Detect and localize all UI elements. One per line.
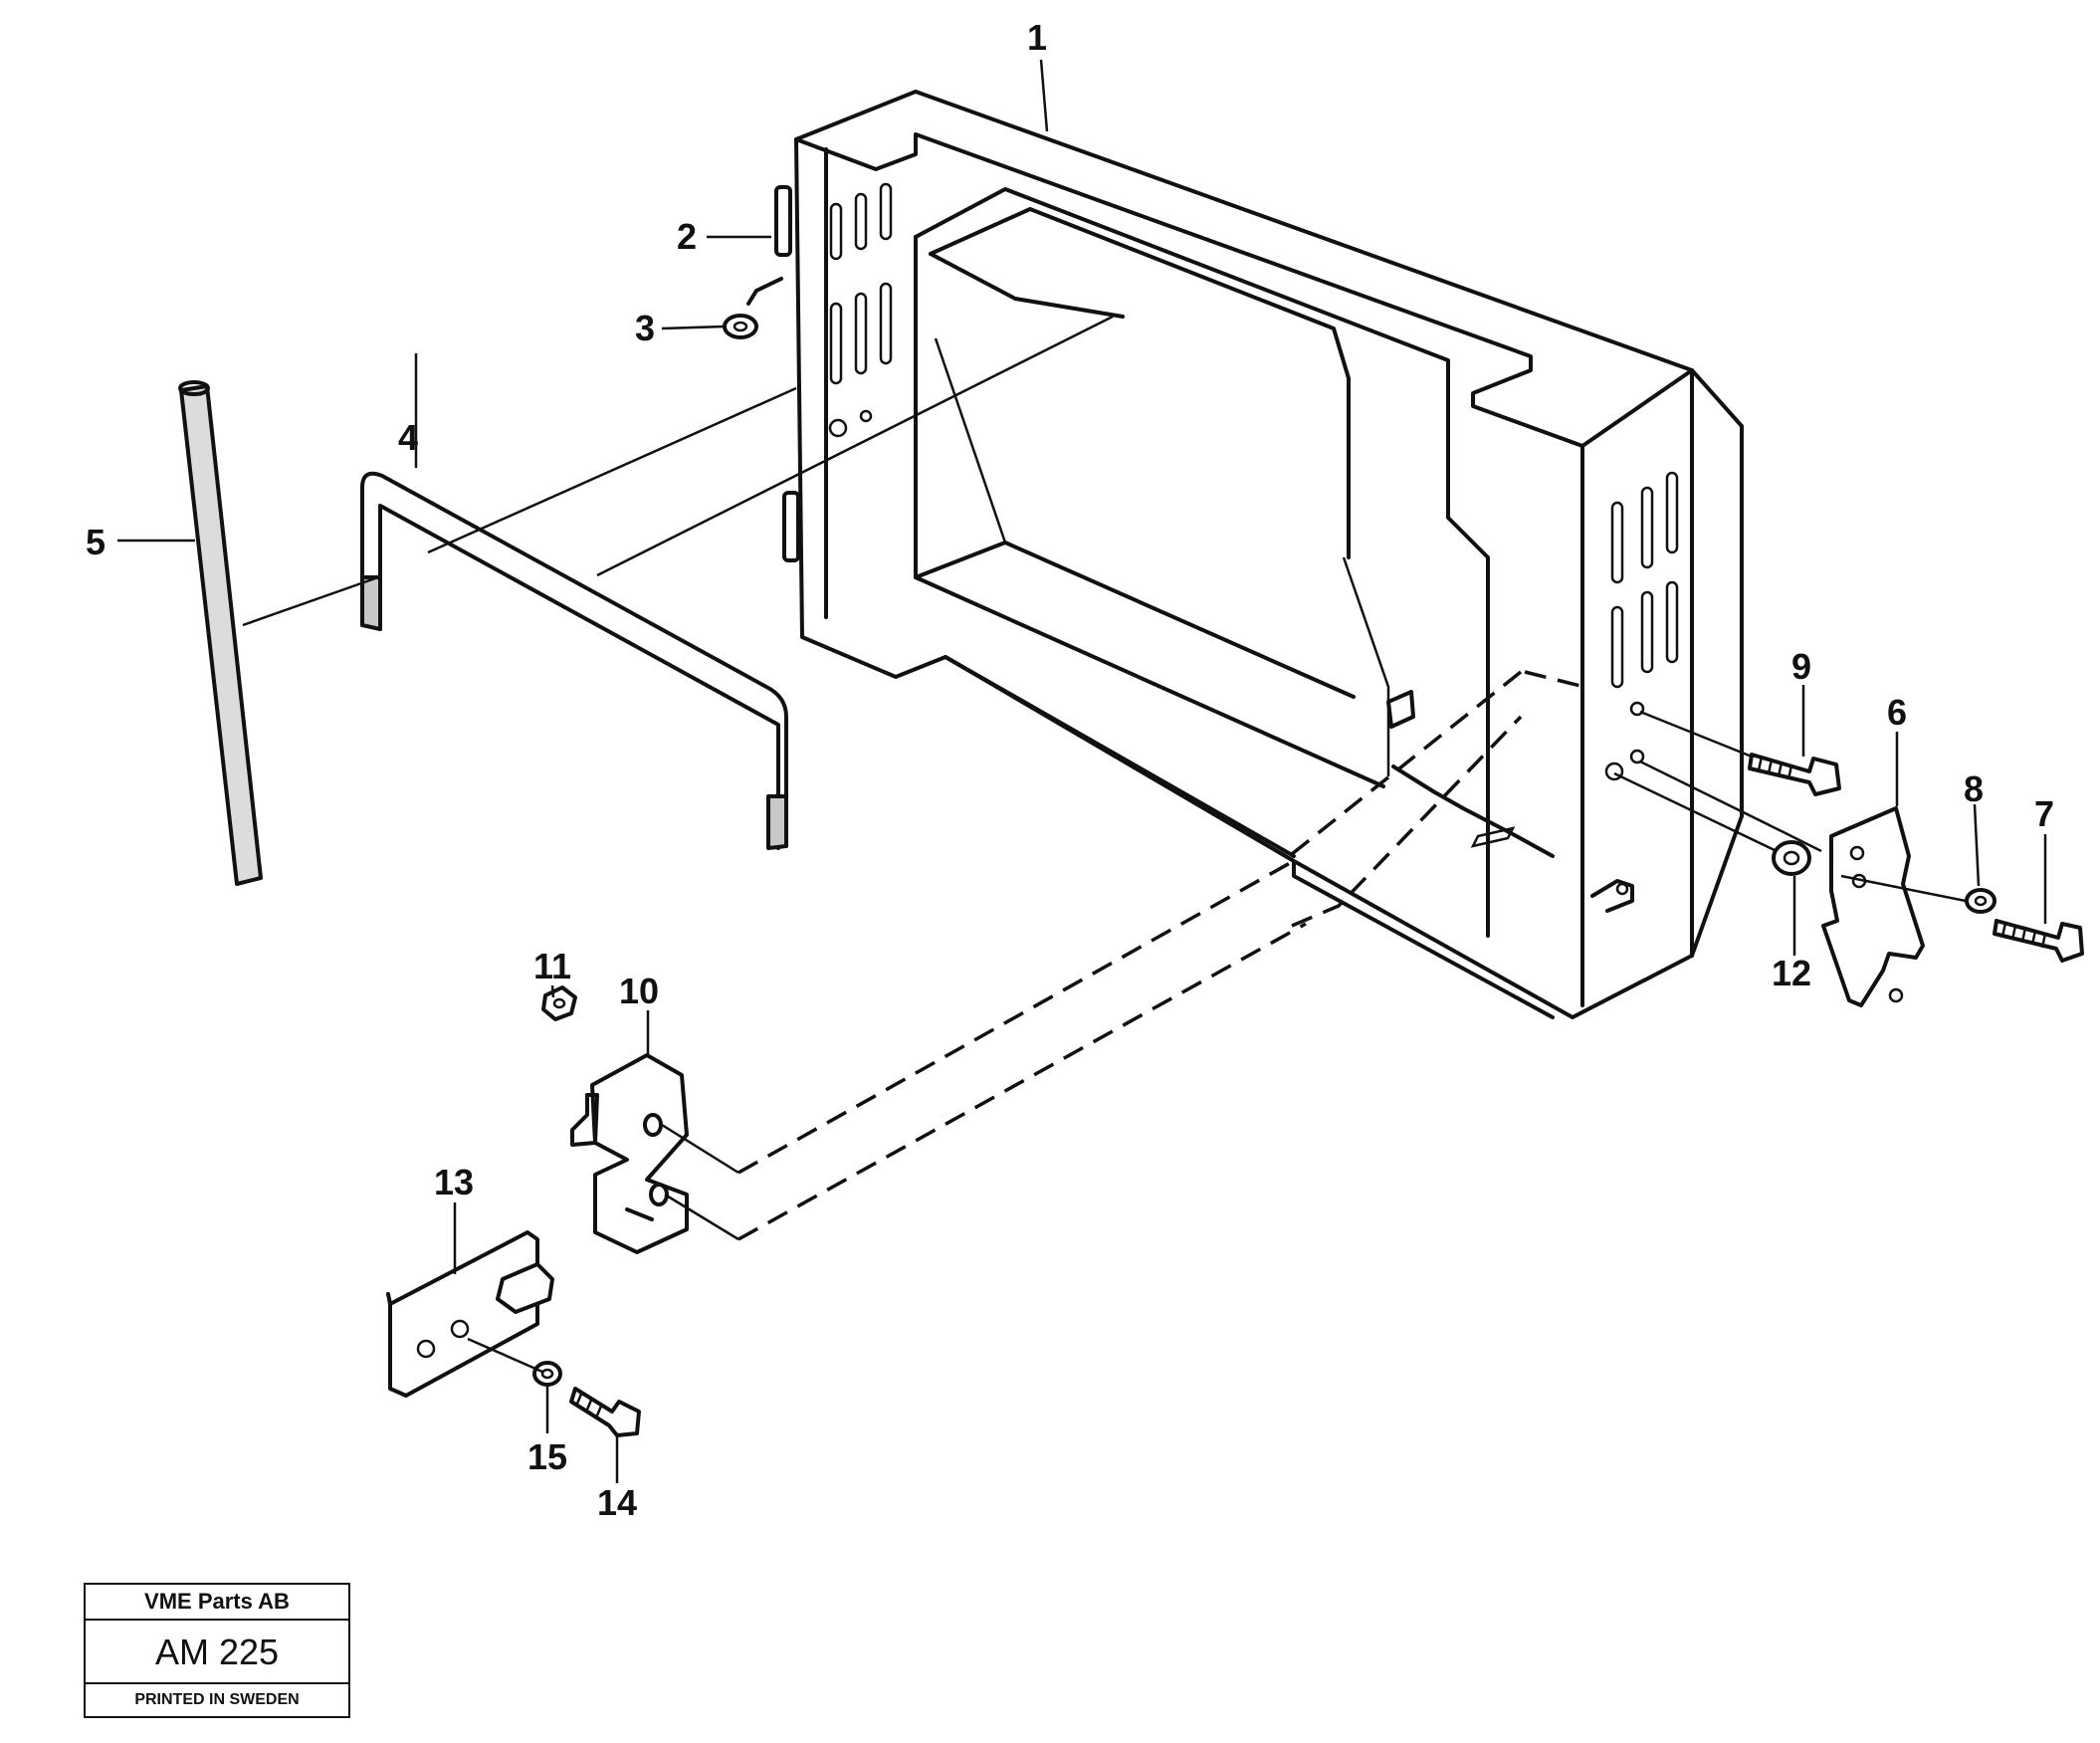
callout-8: 8 — [1964, 768, 1984, 809]
callout-5: 5 — [86, 522, 105, 562]
callout-9: 9 — [1791, 646, 1811, 687]
bolt-part-9 — [1748, 753, 1841, 796]
stamp-printed-note: PRINTED IN SWEDEN — [134, 1691, 300, 1708]
bolt-part-14 — [569, 1387, 641, 1437]
callout-11: 11 — [533, 946, 571, 986]
washer-part-3 — [723, 314, 758, 339]
washer-part-15 — [532, 1361, 562, 1387]
callout-14: 14 — [597, 1482, 637, 1523]
stamp-company: VME Parts AB — [86, 1585, 348, 1621]
assembly-lines — [242, 315, 1967, 1374]
callout-4: 4 — [398, 417, 418, 458]
nut-part-12 — [1772, 840, 1811, 876]
stamp-drawing-code: AM 225 — [86, 1621, 348, 1684]
callout-12: 12 — [1772, 953, 1811, 993]
callout-1: 1 — [1027, 17, 1047, 58]
callout-7: 7 — [2034, 793, 2054, 834]
title-stamp: VME Parts AB AM 225 PRINTED IN SWEDEN — [84, 1583, 350, 1718]
callout-labels: 1 2 3 4 5 6 7 8 9 10 11 12 13 14 15 — [86, 17, 2054, 1523]
rod — [178, 380, 263, 886]
washer-part-8 — [1965, 888, 1996, 914]
plate-part-13 — [386, 1230, 554, 1398]
dashed-assembly-lines — [737, 670, 1585, 1241]
callout-leaders — [117, 59, 2047, 1483]
callout-6: 6 — [1887, 692, 1907, 733]
u-bar-handle — [360, 471, 788, 850]
latch-block-part-10 — [570, 1053, 689, 1254]
callout-10: 10 — [619, 971, 659, 1011]
callout-13: 13 — [434, 1162, 474, 1202]
clip-part-2 — [746, 277, 783, 306]
nut-part-11 — [541, 985, 577, 1021]
callout-3: 3 — [635, 308, 655, 348]
bracket-part-6 — [1821, 806, 1925, 1007]
callout-15: 15 — [527, 1436, 567, 1477]
bolt-part-7 — [1993, 919, 2084, 963]
callout-2: 2 — [677, 216, 697, 257]
housing-frame — [774, 90, 1744, 1019]
